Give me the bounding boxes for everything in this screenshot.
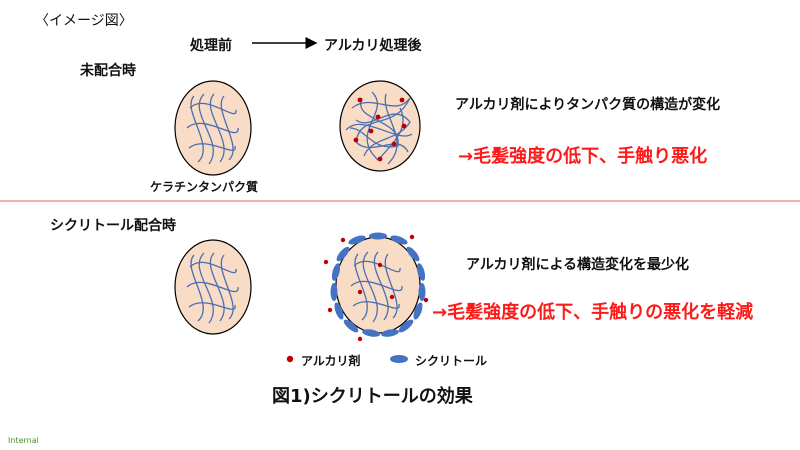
figure-caption: 図1)シクリトールの効果: [272, 386, 473, 407]
section2-result: →毛髪強度の低下、手触りの悪化を軽減: [432, 302, 754, 323]
legend-cyclitol-mark: [390, 355, 408, 363]
section1-description: アルカリ剤によりタンパク質の構造が変化: [455, 97, 721, 113]
section2-description: アルカリ剤による構造変化を最少化: [466, 257, 690, 273]
keratin-label: ケラチンタンパク質: [150, 180, 259, 194]
hair-cross-section-cyclitol-after: [323, 232, 429, 342]
hair-cross-section-cyclitol-before: [174, 239, 252, 335]
section1-title: 未配合時: [80, 63, 136, 79]
legend-alkali-dot: [286, 355, 294, 363]
header-label: 〈イメージ図〉: [35, 13, 133, 29]
section2-title: シクリトール配合時: [50, 218, 176, 234]
footer-internal-label: Internal: [8, 436, 39, 445]
section1-result: →毛髪強度の低下、手触り悪化: [458, 146, 708, 167]
legend-cyclitol-label: シクリトール: [415, 354, 488, 368]
hair-cross-section-untreated-after: [339, 80, 421, 172]
process-after-label: アルカリ処理後: [324, 38, 422, 54]
cyclitol-coating: [330, 232, 426, 337]
legend-alkali-label: アルカリ剤: [301, 354, 361, 368]
hair-cross-section-untreated-before: [174, 80, 252, 176]
process-before-label: 処理前: [190, 38, 232, 54]
